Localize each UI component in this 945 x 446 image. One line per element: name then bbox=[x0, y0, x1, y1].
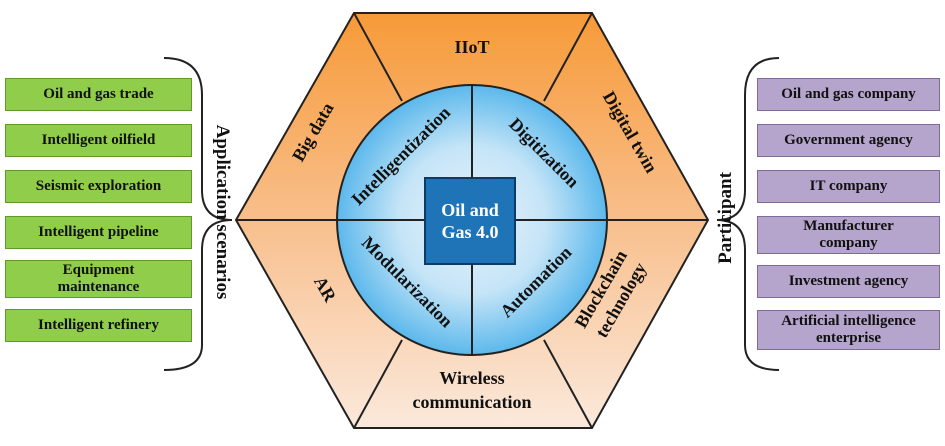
center-label-line2: Gas 4.0 bbox=[441, 222, 499, 242]
participant-item: Artificial intelligence enterprise bbox=[757, 310, 940, 350]
wireless-label-line1: Wireless bbox=[439, 368, 504, 388]
center-oil-gas-box: Oil and Gas 4.0 bbox=[424, 177, 516, 265]
participant-item: Government agency bbox=[757, 124, 940, 157]
application-item: Intelligent oilfield bbox=[5, 124, 192, 157]
application-item: Intelligent refinery bbox=[5, 309, 192, 342]
application-item: Seismic exploration bbox=[5, 170, 192, 203]
participant-item: Investment agency bbox=[757, 265, 940, 298]
center-label-line1: Oil and bbox=[441, 200, 499, 220]
participant-item: IT company bbox=[757, 170, 940, 203]
application-item: Oil and gas trade bbox=[5, 78, 192, 111]
wireless-label-line2: communication bbox=[413, 392, 532, 412]
participant-item: Manufacturer company bbox=[757, 216, 940, 254]
application-scenarios-title: Application scenarios bbox=[212, 124, 233, 300]
participant-title: Participant bbox=[715, 172, 736, 264]
hexagon-divider-lines bbox=[236, 12, 708, 429]
application-brace bbox=[163, 57, 233, 371]
application-item: Intelligent pipeline bbox=[5, 216, 192, 249]
iiot-label: IIoT bbox=[454, 37, 489, 57]
application-item: Equipment maintenance bbox=[5, 260, 192, 298]
participant-item: Oil and gas company bbox=[757, 78, 940, 111]
participant-brace bbox=[716, 57, 780, 371]
